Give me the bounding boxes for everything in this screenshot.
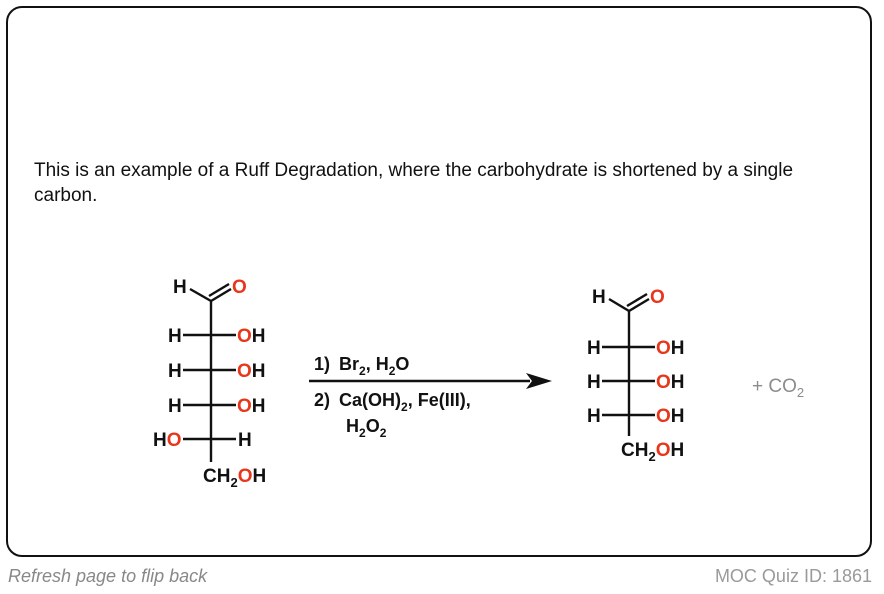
product-aldehyde-co-double-bond xyxy=(626,292,648,308)
c2-h-label: H xyxy=(168,326,182,347)
product-fischer: H O H OH H OH H OH CH2OH xyxy=(587,287,685,464)
condition-step-2: 2)Ca(OH)2, Fe(III), xyxy=(314,390,471,414)
product-ch2oh-label: CH2OH xyxy=(621,440,684,464)
aldehyde-co-double-bond xyxy=(208,282,230,298)
condition-step-1: 1)Br2, H2O xyxy=(314,354,409,378)
c3-h-label: H xyxy=(168,361,182,382)
c5-h-label: H xyxy=(238,430,252,451)
aldehyde-co-bond xyxy=(210,287,232,303)
condition-step-2-peroxide: H2O2 xyxy=(346,416,387,440)
quiz-id: MOC Quiz ID: 1861 xyxy=(714,566,872,586)
aldehyde-c-h-bond xyxy=(189,287,212,303)
reaction-arrow-head xyxy=(526,373,552,389)
product-aldehyde-h-label: H xyxy=(592,287,606,308)
c4-oh-label: OH xyxy=(237,396,266,417)
product-c4-oh-label: OH xyxy=(656,406,685,427)
c5-ho-label: HO xyxy=(153,430,182,451)
refresh-hint: Refresh page to flip back xyxy=(8,566,208,586)
product-c3-h-label: H xyxy=(587,372,601,393)
c4-h-label: H xyxy=(168,396,182,417)
aldehyde-h-label: H xyxy=(173,277,187,298)
byproduct-co2: + CO2 xyxy=(752,376,804,400)
aldehyde-o-label: O xyxy=(232,277,247,298)
product-aldehyde-c-h-bond xyxy=(608,297,630,313)
product-c4-h-label: H xyxy=(587,406,601,427)
c3-oh-label: OH xyxy=(237,361,266,382)
starting-material-fischer: H O H OH H OH H OH HO H CH2OH xyxy=(153,277,266,490)
product-c2-oh-label: OH xyxy=(656,338,685,359)
c2-oh-label: OH xyxy=(237,326,266,347)
product-c2-h-label: H xyxy=(587,338,601,359)
question-description: This is an example of a Ruff Degradation… xyxy=(34,160,794,206)
product-c3-oh-label: OH xyxy=(656,372,685,393)
reaction-arrow-group: 1)Br2, H2O 2)Ca(OH)2, Fe(III), H2O2 xyxy=(309,354,552,440)
quiz-card[interactable] xyxy=(6,6,872,557)
product-aldehyde-co-bond xyxy=(628,297,650,313)
c6-ch2oh-label: CH2OH xyxy=(203,466,266,490)
product-aldehyde-o-label: O xyxy=(650,287,665,308)
